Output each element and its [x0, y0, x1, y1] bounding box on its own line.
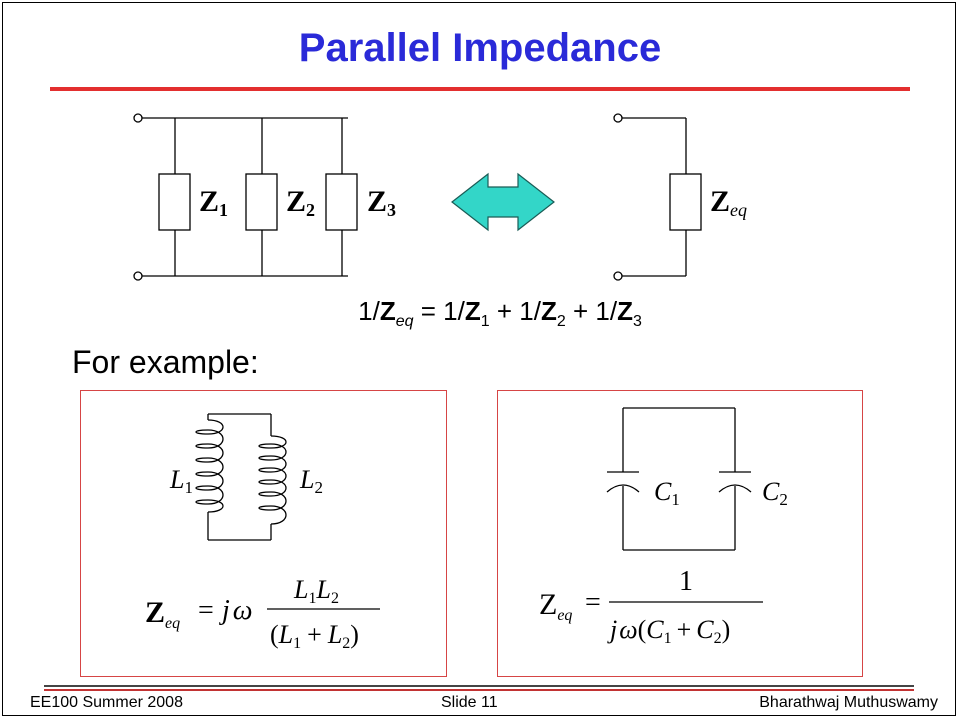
inductor-l1-coil — [195, 419, 224, 513]
capacitor-example-diagram: C1 C2 Zeq = 1 jω(C1+C2) — [539, 407, 788, 647]
svg-text:Zeq: Zeq — [539, 588, 572, 624]
footer-accent-rule — [44, 689, 914, 691]
terminal-node — [133, 271, 143, 281]
svg-text:L1L2: L1L2 — [293, 575, 339, 607]
impedance-zeq-box — [669, 173, 702, 231]
label-l1: L1 — [169, 465, 193, 497]
terminal-node — [613, 271, 623, 281]
terminal-node — [613, 113, 623, 123]
svg-text:=: = — [198, 595, 214, 626]
capacitor-example-box — [497, 390, 863, 677]
impedance-z2-box — [245, 173, 278, 231]
svg-text:1: 1 — [679, 566, 693, 597]
label-z1: Z1 — [199, 185, 228, 220]
label-zeq: Zeq — [710, 185, 747, 220]
label-z3: Z3 — [367, 185, 396, 220]
capacitor-c2-curved-plate — [718, 484, 752, 493]
svg-text:jω: jω — [219, 595, 253, 626]
example-heading: For example: — [72, 344, 259, 380]
inductor-l2-coil — [258, 435, 287, 525]
inductor-example-box — [80, 390, 447, 677]
svg-text:jω(C1+C2): jω(C1+C2) — [607, 615, 730, 647]
footer-slide-number: Slide 11 — [441, 694, 498, 711]
svg-text:Zeq: Zeq — [145, 596, 180, 632]
parallel-circuit-diagram: Z1 Z2 Z3 Zeq — [133, 113, 747, 281]
terminal-node — [133, 113, 143, 123]
footer-course: EE100 Summer 2008 — [30, 694, 183, 711]
footer-author: Bharathwaj Muthuswamy — [759, 694, 938, 711]
impedance-z1-box — [158, 173, 191, 231]
equivalence-arrow-icon — [451, 172, 555, 232]
impedance-z3-box — [325, 173, 358, 231]
title-underline — [50, 87, 910, 91]
label-l2: L2 — [299, 465, 323, 497]
capacitor-c1-curved-plate — [606, 484, 640, 493]
footer-rule — [44, 685, 914, 687]
svg-text:(L1+L2): (L1+L2) — [270, 620, 359, 652]
capacitor-zeq-formula: Zeq = 1 jω(C1+C2) — [539, 566, 763, 647]
parallel-impedance-equation: 1/Zeq = 1/Z1 + 1/Z2 + 1/Z3 — [358, 296, 642, 331]
label-c1: C1 — [654, 477, 680, 509]
label-z2: Z2 — [286, 185, 315, 220]
page-title: Parallel Impedance — [298, 26, 662, 70]
svg-text:=: = — [585, 587, 601, 618]
label-c2: C2 — [762, 477, 788, 509]
